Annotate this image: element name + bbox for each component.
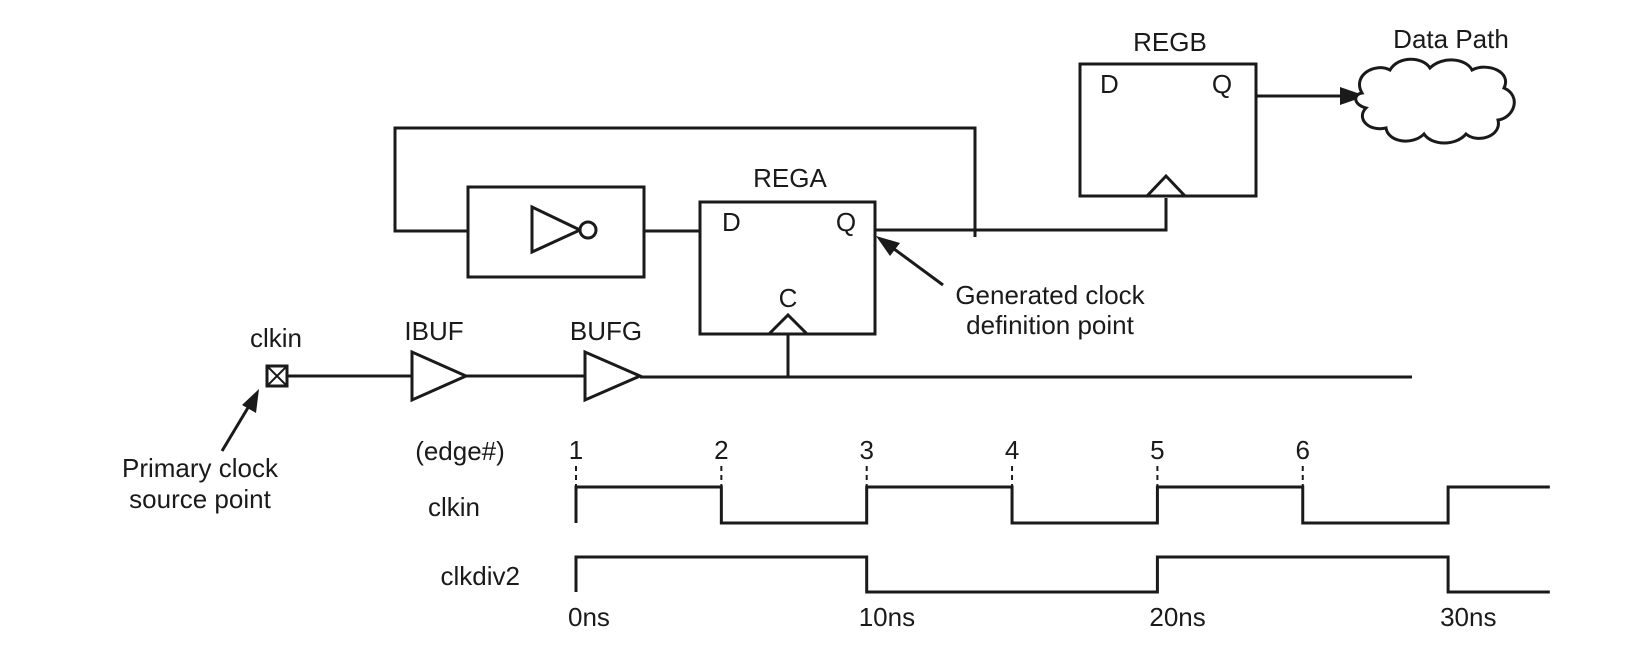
data-path-cloud: [1354, 57, 1516, 145]
time-label-10ns: 10ns: [859, 602, 915, 632]
data-path-label: Data Path: [1393, 24, 1509, 54]
clkin-signal-label: clkin: [428, 492, 480, 522]
inverter-triangle: [530, 204, 584, 255]
primary-clock-arrow-line: [220, 405, 251, 452]
ibuf-label: IBUF: [404, 316, 463, 346]
clkdiv2-signal-label: clkdiv2: [441, 561, 520, 591]
primary-clock-label-2: source point: [129, 484, 271, 514]
inverter-bubble: [578, 220, 598, 240]
generated-clock-arrowhead: [876, 236, 900, 256]
primary-clock-label-1: Primary clock: [122, 453, 279, 483]
edge-label-3: 3: [859, 435, 873, 465]
clkdiv2-waveform: [574, 555, 1550, 594]
time-label-20ns: 20ns: [1149, 602, 1205, 632]
edge-label-5: 5: [1150, 435, 1164, 465]
regb-title: REGB: [1133, 27, 1207, 57]
feedback-wire: [393, 126, 977, 237]
time-label-0ns: 0ns: [568, 602, 610, 632]
primary-clock-arrowhead: [242, 389, 259, 413]
generated-clock-arrow-line: [885, 241, 944, 287]
rega-q-to-regb-wire: [875, 198, 1168, 232]
edge-header: (edge#): [415, 436, 505, 466]
regb-clock-triangle: [1143, 173, 1189, 198]
rega-d-label: D: [722, 207, 741, 237]
rega-title: REGA: [753, 163, 827, 193]
rega-c-label: C: [779, 283, 798, 313]
edge-label-4: 4: [1005, 435, 1019, 465]
edge-label-1: 1: [569, 435, 583, 465]
cloud-arrowhead: [1340, 87, 1366, 105]
regb-box: [1078, 62, 1258, 198]
clkin-port-cross-b: [266, 365, 288, 387]
edge-label-6: 6: [1296, 435, 1310, 465]
clkin-port-label: clkin: [250, 323, 302, 353]
generated-clock-label-1: Generated clock: [955, 280, 1145, 310]
edge-labels: 1 2 3 4 5 6: [569, 435, 1310, 465]
time-label-30ns: 30ns: [1440, 602, 1496, 632]
bufg-label: BUFG: [570, 316, 642, 346]
edge-markers: [575, 466, 1304, 488]
rega-q-label: Q: [836, 207, 856, 237]
ibuf-triangle: [410, 349, 470, 403]
clkin-waveform: [574, 485, 1550, 525]
edge-label-2: 2: [714, 435, 728, 465]
regb-d-label: D: [1100, 69, 1119, 99]
bufg-triangle: [583, 349, 644, 403]
generated-clock-label-2: definition point: [966, 310, 1134, 340]
time-labels: 0ns 10ns 20ns 30ns: [568, 602, 1496, 632]
regb-q-label: Q: [1212, 69, 1232, 99]
